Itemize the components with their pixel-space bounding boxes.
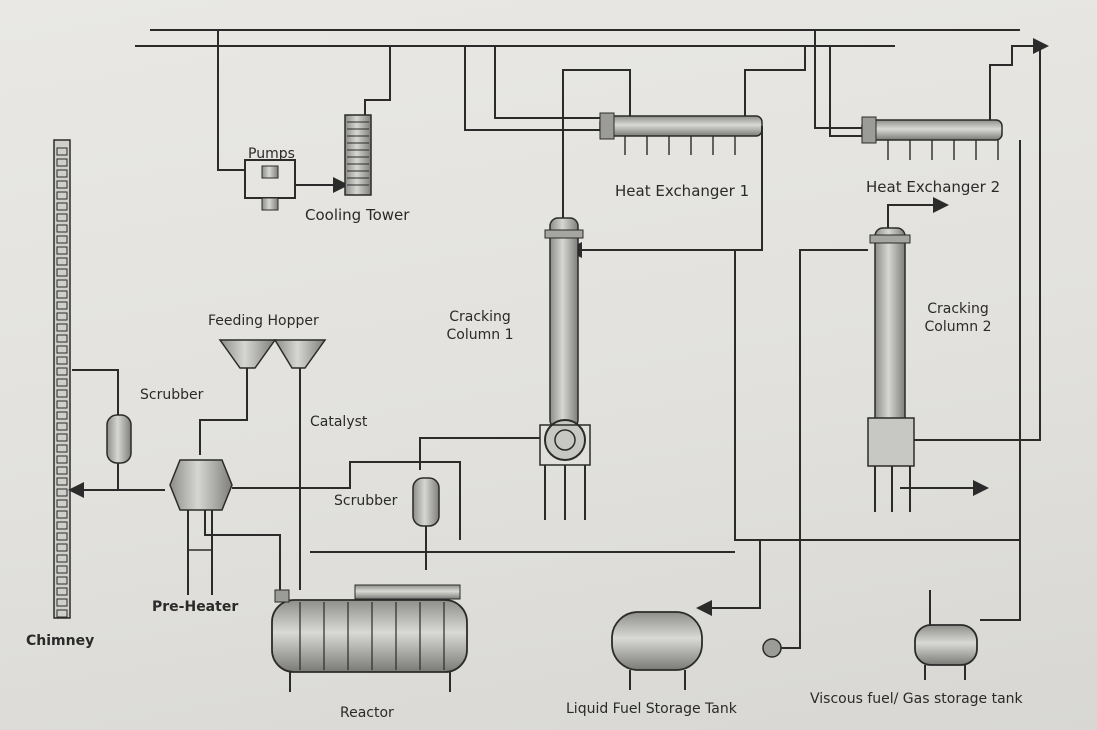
cracking-column-2 bbox=[799, 197, 989, 620]
heat-exchanger-2 bbox=[814, 30, 1049, 621]
header-pipes bbox=[135, 29, 1020, 47]
label-reactor: Reactor bbox=[340, 705, 394, 721]
label-cracking-column-2: Cracking Column 2 bbox=[918, 300, 998, 336]
scrubber-mid bbox=[310, 477, 735, 570]
label-feeding-hopper: Feeding Hopper bbox=[208, 313, 319, 329]
label-heat-exchanger-1: Heat Exchanger 1 bbox=[615, 182, 750, 200]
label-liquid-fuel-tank: Liquid Fuel Storage Tank bbox=[566, 701, 737, 717]
label-cracking-column-1-line2: Column 1 bbox=[446, 327, 514, 343]
reactor bbox=[271, 584, 468, 692]
heat-exchanger-1 bbox=[464, 46, 806, 258]
label-viscous-fuel-tank: Viscous fuel/ Gas storage tank bbox=[810, 691, 1023, 707]
label-cracking-column-1-line1: Cracking bbox=[449, 309, 511, 325]
label-cracking-column-2-line2: Column 2 bbox=[924, 319, 992, 335]
label-scrubber-left: Scrubber bbox=[140, 387, 204, 403]
label-chimney: Chimney bbox=[26, 633, 95, 649]
label-cracking-column-1: Cracking Column 1 bbox=[440, 308, 520, 344]
label-heat-exchanger-2: Heat Exchanger 2 bbox=[866, 178, 1001, 196]
label-cracking-column-2-line1: Cracking bbox=[927, 301, 989, 317]
scrubber-left bbox=[68, 369, 165, 498]
viscous-fuel-tank bbox=[735, 539, 1020, 680]
cracking-column-1 bbox=[419, 217, 591, 520]
chimney bbox=[53, 139, 71, 619]
label-cooling-tower: Cooling Tower bbox=[305, 206, 410, 224]
label-catalyst: Catalyst bbox=[310, 414, 368, 430]
feeding-hopper bbox=[199, 339, 327, 590]
cooling-tower bbox=[344, 46, 391, 196]
label-pre-heater: Pre-Heater bbox=[152, 599, 239, 615]
pumps bbox=[217, 30, 349, 211]
pre-heater bbox=[169, 459, 461, 595]
label-pumps: Pumps bbox=[248, 146, 295, 162]
label-scrubber-mid: Scrubber bbox=[334, 493, 398, 509]
liquid-fuel-tank bbox=[611, 250, 801, 690]
